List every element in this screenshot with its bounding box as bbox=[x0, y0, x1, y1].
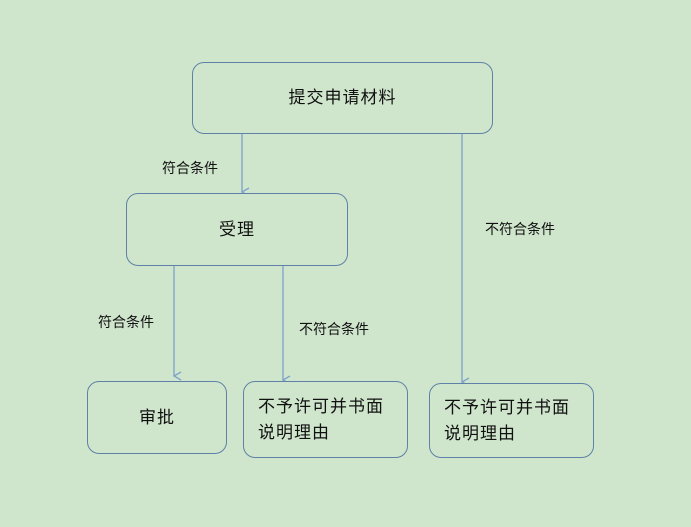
node-reject-middle: 不予许可并书面 说明理由 bbox=[243, 381, 408, 458]
edge-label-accept-to-approve: 符合条件 bbox=[98, 315, 154, 331]
node-accept-label: 受理 bbox=[219, 219, 255, 240]
node-submit-application: 提交申请材料 bbox=[192, 62, 493, 134]
node-reject-right-line1: 不予许可并书面 bbox=[444, 397, 570, 418]
edge-label-submit-to-accept: 符合条件 bbox=[162, 161, 218, 177]
node-reject-middle-line1: 不予许可并书面 bbox=[258, 396, 384, 417]
node-approve: 审批 bbox=[87, 381, 227, 454]
node-reject-right-line2: 说明理由 bbox=[444, 423, 516, 444]
node-approve-label: 审批 bbox=[139, 407, 175, 428]
node-accept: 受理 bbox=[126, 193, 348, 266]
edge-label-submit-to-reject-right: 不符合条件 bbox=[485, 222, 555, 238]
node-submit-label: 提交申请材料 bbox=[288, 88, 397, 108]
node-reject-middle-line2: 说明理由 bbox=[258, 422, 330, 443]
node-reject-right: 不予许可并书面 说明理由 bbox=[429, 383, 594, 458]
edge-label-accept-to-reject-mid: 不符合条件 bbox=[299, 322, 369, 338]
